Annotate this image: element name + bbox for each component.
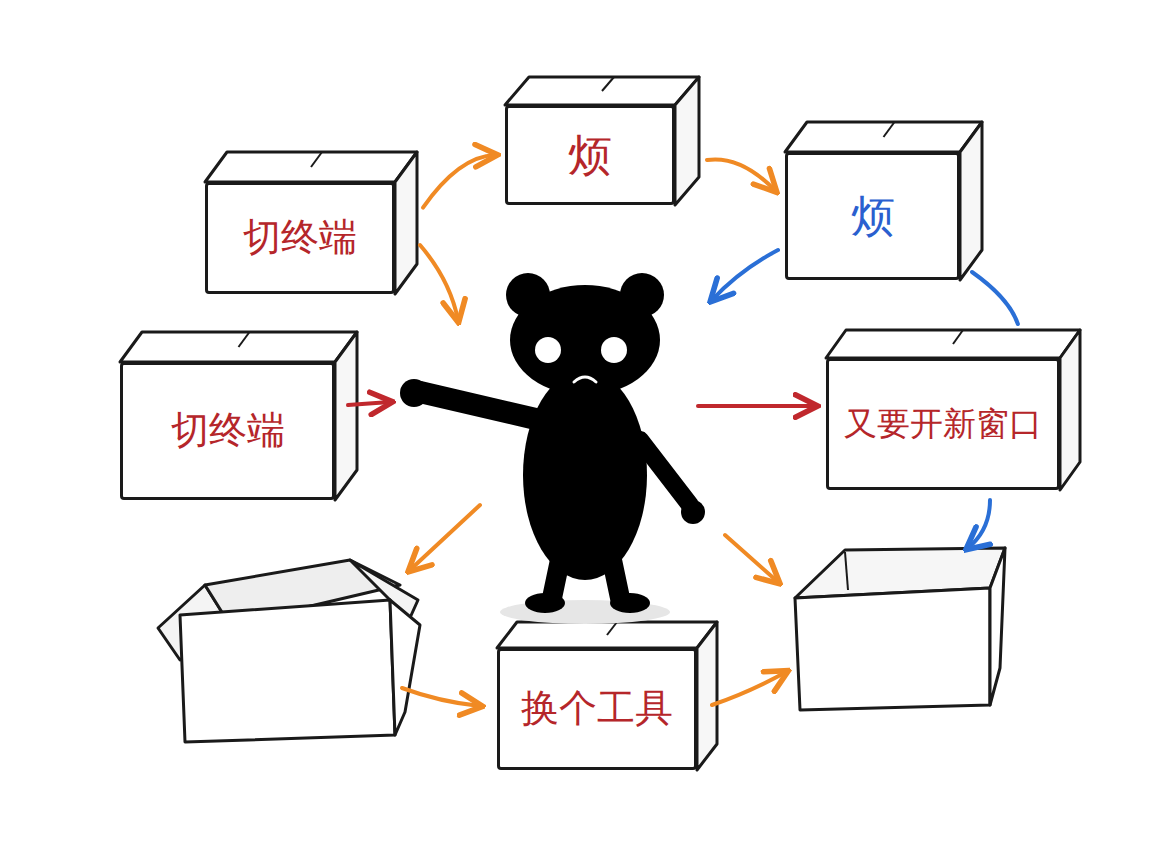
text-box: 切终端 [205, 182, 395, 294]
box-top-face [205, 152, 417, 182]
bear-figure [400, 273, 705, 624]
box-top-face [505, 77, 699, 105]
flow-connector [707, 159, 775, 190]
text-box: 切终端 [120, 362, 335, 500]
box-faces [120, 77, 1080, 770]
box-side-face [335, 332, 357, 500]
box-label: 烦 [568, 129, 612, 182]
box-label: 换个工具 [521, 686, 673, 732]
box-top-face [497, 622, 717, 648]
flow-connector [423, 155, 495, 208]
box-side-face [395, 152, 417, 294]
box-seam [239, 332, 250, 347]
flow-connector [972, 272, 1018, 324]
box-seam [607, 622, 617, 635]
box-label: 切终端 [243, 215, 357, 261]
box-top-face [826, 330, 1080, 358]
text-box: 烦 [785, 152, 960, 280]
box-side-face [675, 77, 699, 205]
box-seam [311, 152, 322, 167]
empty-open-box [158, 560, 420, 742]
box-seam [884, 122, 895, 137]
text-box: 又要开新窗口 [826, 358, 1060, 490]
box-side-face [697, 622, 717, 770]
box-side-face [1060, 330, 1080, 490]
text-box: 换个工具 [497, 648, 697, 770]
empty-box [795, 548, 1005, 710]
box-seam [602, 77, 614, 91]
box-seam [953, 330, 963, 344]
box-label: 又要开新窗口 [844, 404, 1042, 444]
box-label: 切终端 [171, 408, 285, 454]
box-side-face [960, 122, 982, 280]
text-box: 烦 [505, 105, 675, 205]
box-top-face [120, 332, 357, 362]
box-label: 烦 [851, 190, 895, 243]
box-top-face [785, 122, 982, 152]
